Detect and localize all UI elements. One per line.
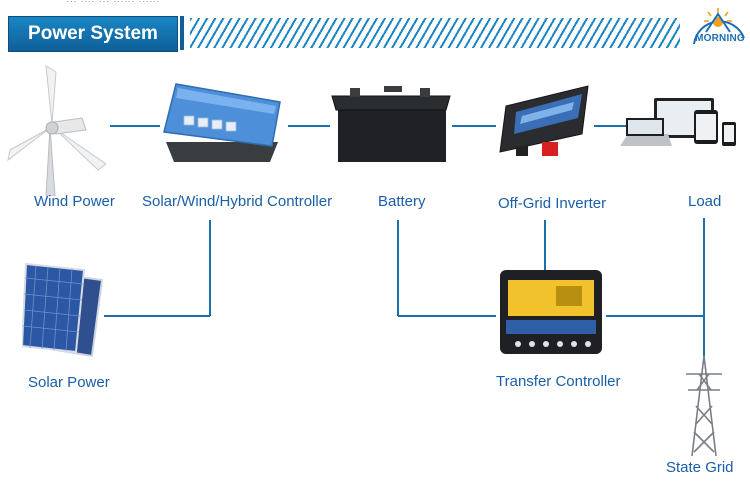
label-load: Load xyxy=(688,193,722,210)
devices-icon xyxy=(620,98,736,146)
label-transfer-controller: Transfer Controller xyxy=(496,373,621,390)
charge-controller-icon xyxy=(163,83,281,162)
page-title: Power System xyxy=(28,23,158,44)
transfer-controller-icon xyxy=(500,270,602,354)
label-battery: Battery xyxy=(378,193,426,210)
label-wind-power: Wind Power xyxy=(34,193,115,210)
solar-panel-icon xyxy=(22,262,104,358)
sun-logo-icon xyxy=(693,8,745,45)
battery-icon xyxy=(331,86,451,162)
wind-turbine-icon xyxy=(7,65,107,196)
title-banner: Power System xyxy=(8,16,178,52)
logo-text: MORNING xyxy=(695,33,745,44)
inverter-icon xyxy=(499,85,589,156)
label-state-grid: State Grid xyxy=(666,459,734,476)
power-tower-icon xyxy=(686,355,722,457)
header-hatch-bar xyxy=(190,18,680,48)
label-solar-power: Solar Power xyxy=(28,374,110,391)
label-controller: Solar/Wind/Hybrid Controller xyxy=(142,193,333,210)
cutoff-header-text: ... .... ... ...... ...... xyxy=(66,0,160,2)
label-inverter: Off-Grid Inverter xyxy=(498,195,607,212)
title-accent-bar xyxy=(180,16,184,50)
